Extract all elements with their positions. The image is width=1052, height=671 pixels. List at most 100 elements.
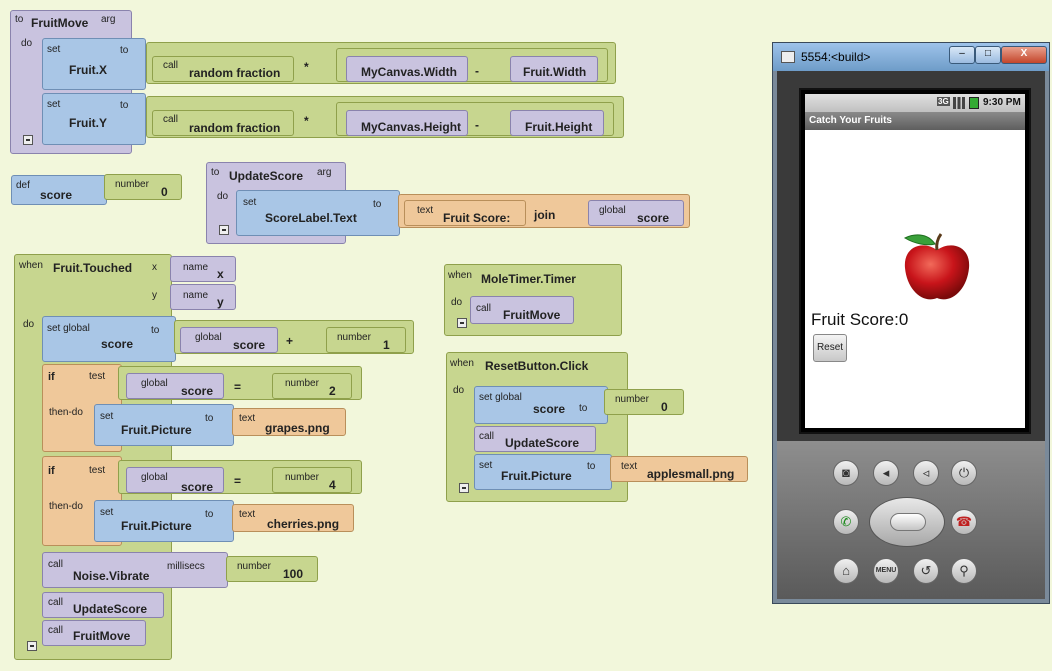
number-value: 0 (661, 400, 668, 414)
collapse-icon[interactable] (219, 225, 229, 235)
set-fruit-x-block[interactable]: set to Fruit.X (42, 38, 146, 90)
name-label: name (183, 262, 209, 273)
canvas-width-block[interactable]: MyCanvas.Width (346, 56, 468, 82)
global-score-block[interactable]: global score (588, 200, 684, 226)
plus-operator: + (286, 334, 294, 348)
my-canvas[interactable]: Fruit Score:0 Reset (805, 130, 1025, 428)
set-global-score-block[interactable]: set global to score (474, 386, 608, 424)
end-call-icon[interactable]: ☎ (951, 509, 977, 535)
home-icon[interactable]: ⌂ (833, 558, 859, 584)
set-label: set (100, 507, 114, 518)
set-global-score-block[interactable]: set global to score (42, 316, 176, 362)
collapse-icon[interactable] (457, 318, 467, 328)
volume-up-icon[interactable]: ◃ (913, 460, 939, 486)
if-label: if (48, 465, 55, 477)
call-label: call (48, 625, 64, 636)
score-label: score (637, 211, 670, 225)
maximize-button[interactable]: □ (975, 46, 1001, 64)
text-label: text (239, 509, 256, 520)
to-label: to (205, 509, 214, 520)
name-x-block[interactable]: name x (170, 256, 236, 282)
set-fruit-picture-grapes[interactable]: set to Fruit.Picture (94, 404, 234, 446)
global-label: global (141, 378, 168, 389)
emulator-window: 5554:<build> – □ X 3G 9:30 PM Catch Your… (772, 42, 1050, 604)
global-score-block[interactable]: global score (180, 327, 278, 353)
set-scorelabel-block[interactable]: set to ScoreLabel.Text (236, 190, 400, 236)
number-label: number (285, 378, 319, 389)
fruit-width-block[interactable]: Fruit.Width (510, 56, 598, 82)
canvas-height-block[interactable]: MyCanvas.Height (346, 110, 468, 136)
fruit-height-block[interactable]: Fruit.Height (510, 110, 604, 136)
number-label: number (285, 472, 319, 483)
canvas-height-label: MyCanvas.Height (361, 120, 462, 134)
text-value: applesmall.png (647, 467, 735, 481)
signal-icon (953, 97, 965, 109)
collapse-icon[interactable] (23, 135, 33, 145)
number-block-hundred[interactable]: number 100 (226, 556, 318, 582)
number-block-zero[interactable]: number 0 (104, 174, 182, 200)
text-cherries-block[interactable]: text cherries.png (232, 504, 354, 532)
when-label: when (19, 260, 43, 271)
set-label: set (243, 197, 257, 208)
set-label: set (47, 44, 61, 55)
name-y-block[interactable]: name y (170, 284, 236, 310)
menu-button[interactable]: MENU (873, 558, 899, 584)
minimize-button[interactable]: – (949, 46, 975, 64)
scorelabel-text-label: ScoreLabel.Text (265, 211, 357, 225)
text-fruit-score-block[interactable]: text Fruit Score: (404, 200, 526, 226)
def-score-block[interactable]: def score (11, 175, 107, 205)
fruit-width-label: Fruit.Width (523, 65, 587, 79)
reset-button[interactable]: Reset (813, 334, 847, 362)
global-score-block[interactable]: global score (126, 373, 224, 399)
text-grapes-block[interactable]: text grapes.png (232, 408, 346, 436)
to-label: to (579, 403, 588, 414)
event-name: MoleTimer.Timer (481, 272, 576, 286)
call-label: call (48, 597, 64, 608)
camera-icon[interactable]: ◙ (833, 460, 859, 486)
procedure-name: FruitMove (31, 16, 89, 30)
back-icon[interactable]: ↺ (913, 558, 939, 584)
set-fruit-picture-applesmall[interactable]: set to Fruit.Picture (474, 454, 612, 490)
dpad-center-button[interactable] (890, 513, 926, 531)
call-fruitmove-block[interactable]: call FruitMove (470, 296, 574, 324)
random-fraction-block-x[interactable]: call random fraction (152, 56, 294, 82)
apple-icon[interactable] (899, 230, 975, 304)
call-updatescore-block[interactable]: call UpdateScore (474, 426, 596, 452)
set-global-label: set global (479, 392, 522, 403)
global-score-block[interactable]: global score (126, 467, 224, 494)
set-fruit-picture-cherries[interactable]: set to Fruit.Picture (94, 500, 234, 542)
number-block-two[interactable]: number 2 (272, 373, 352, 399)
collapse-icon[interactable] (27, 641, 37, 651)
random-fraction-block-y[interactable]: call random fraction (152, 110, 294, 136)
number-value: 4 (329, 478, 336, 492)
call-noise-vibrate-block[interactable]: call millisecs Noise.Vibrate (42, 552, 228, 588)
multiply-operator: * (304, 60, 309, 74)
emulator-title-bar[interactable]: 5554:<build> – □ X (773, 43, 1049, 71)
number-block-one[interactable]: number 1 (326, 327, 406, 353)
dpad[interactable] (869, 497, 945, 547)
text-applesmall-block[interactable]: text applesmall.png (610, 456, 748, 482)
call-icon[interactable]: ✆ (833, 509, 859, 535)
close-button[interactable]: X (1001, 46, 1047, 64)
set-label: set (100, 411, 114, 422)
set-fruit-y-block[interactable]: set to Fruit.Y (42, 93, 146, 145)
fruit-picture-label: Fruit.Picture (501, 469, 572, 483)
text-value: cherries.png (267, 517, 340, 531)
search-icon[interactable]: ⚲ (951, 558, 977, 584)
keypad: ◙ ◂ ◃ ⏻ ✆ ☎ ⌂ MENU ↺ ⚲ (777, 441, 1045, 599)
call-updatescore-block[interactable]: call UpdateScore (42, 592, 164, 618)
fruit-y-label: Fruit.Y (69, 116, 107, 130)
updatescore-label: UpdateScore (505, 436, 580, 450)
text-value: grapes.png (265, 421, 330, 435)
collapse-icon[interactable] (459, 483, 469, 493)
updatescore-label: UpdateScore (73, 602, 148, 616)
phone-top: 3G 9:30 PM Catch Your Fruits (777, 71, 1045, 441)
call-fruitmove-block[interactable]: call FruitMove (42, 620, 146, 646)
number-value: 2 (329, 384, 336, 398)
score-label: score (101, 337, 134, 351)
def-label: def (16, 180, 30, 191)
power-icon[interactable]: ⏻ (951, 460, 977, 486)
volume-down-icon[interactable]: ◂ (873, 460, 899, 486)
number-block-four[interactable]: number 4 (272, 467, 352, 493)
number-block-zero[interactable]: number 0 (604, 389, 684, 415)
